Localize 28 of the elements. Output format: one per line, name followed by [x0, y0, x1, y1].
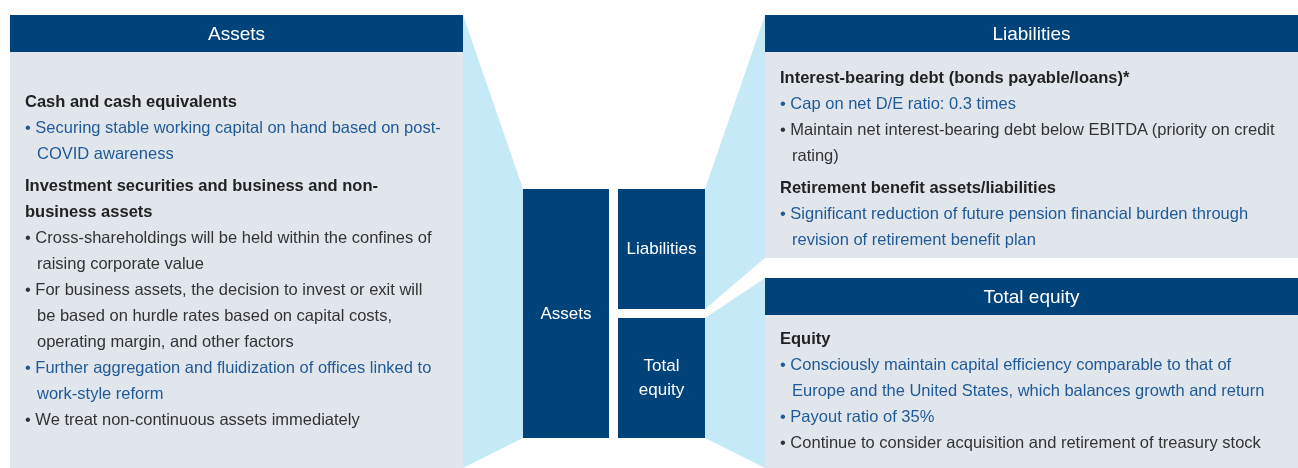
section-heading: Retirement benefit assets/liabilities [780, 177, 1057, 198]
bullet-item: • For business assets, the decision to invest or exit will be based on hurdle rates based on capital costs, operating margin, and other factors [25, 279, 424, 352]
info-panel [765, 15, 1298, 258]
balance-box: Total equity [618, 318, 705, 438]
balance-box: Assets [523, 189, 609, 438]
section-heading: Equity [780, 328, 832, 349]
section-heading: Interest-bearing debt (bonds payable/loans)* [780, 67, 1131, 88]
bullet-item: • Significant reduction of future pension financial burden through revision of retirement benefit plan [780, 203, 1250, 250]
bullet-item: • We treat non-continuous assets immediately [25, 409, 361, 430]
section-heading: Cash and cash equivalents [25, 91, 238, 112]
bullet-item: • Further aggregation and fluidization of offices linked to work-style reform [25, 357, 433, 404]
connector-wedge [463, 15, 523, 468]
info-panel [765, 278, 1298, 468]
bullet-item: • Maintain net interest-bearing debt below EBITDA (priority on credit rating) [780, 119, 1276, 166]
bullet-item: • Payout ratio of 35% [780, 406, 936, 427]
panel-header: Liabilities [765, 15, 1298, 52]
bullet-item: • Continue to consider acquisition and retirement of treasury stock [780, 432, 1262, 453]
section-heading: Investment securities and business and non-business assets [25, 175, 379, 222]
bullet-item: • Consciously maintain capital efficiency comparable to that of Europe and the United States, which balances growth and return [780, 354, 1266, 401]
connector-wedge [705, 278, 765, 468]
panel-header: Assets [10, 15, 463, 52]
balance-box: Liabilities [618, 189, 705, 309]
connector-wedge [705, 15, 765, 309]
bullet-item: • Securing stable working capital on hand based on post-COVID awareness [25, 117, 441, 164]
bullet-item: • Cap on net D/E ratio: 0.3 times [780, 93, 1017, 114]
info-panel [10, 15, 463, 468]
panel-header: Total equity [765, 278, 1298, 315]
bullet-item: • Cross-shareholdings will be held within the confines of raising corporate value [25, 227, 433, 274]
